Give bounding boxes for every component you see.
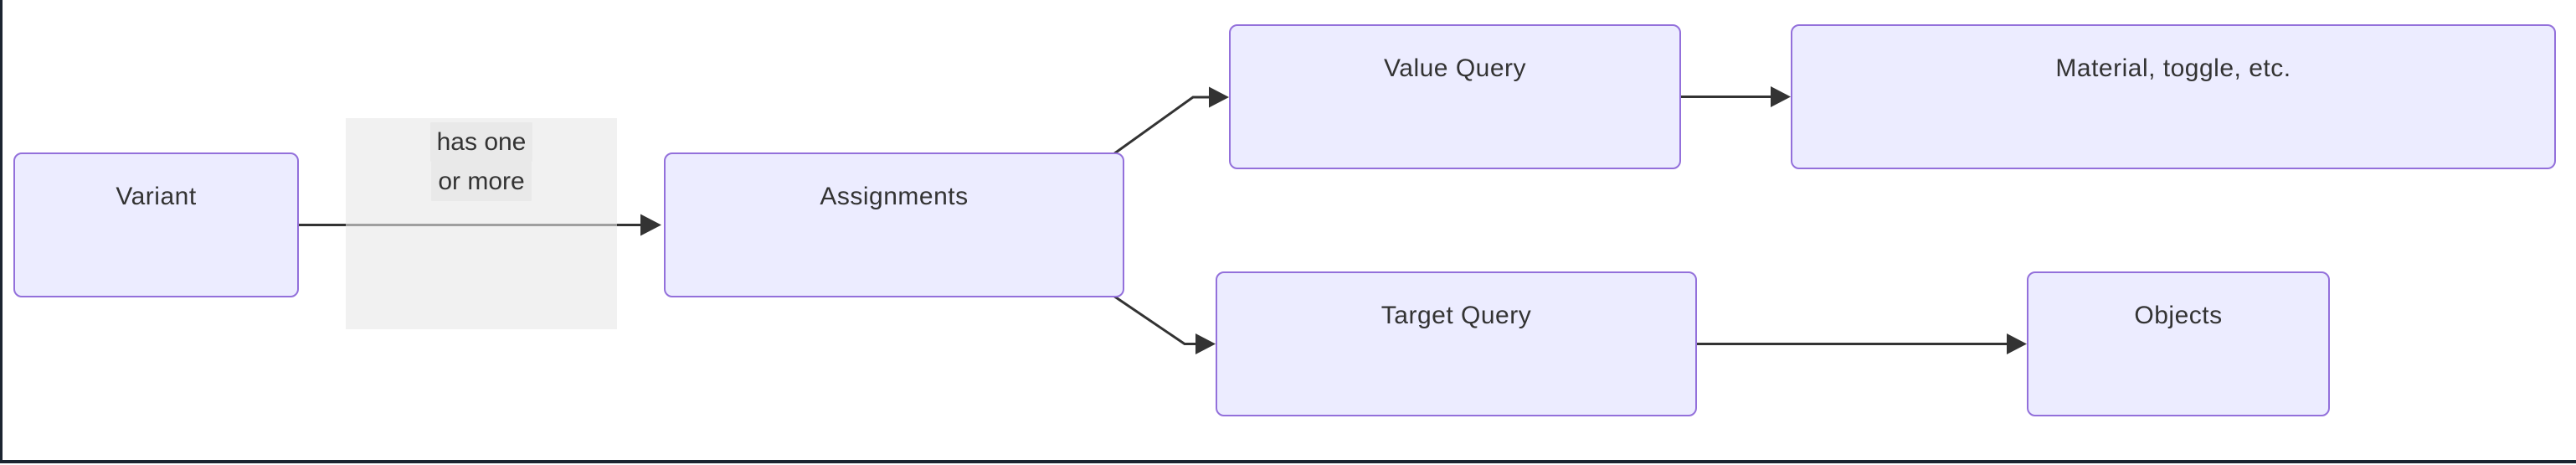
node-material-toggle-etc-label: Material, toggle, etc. [2055,54,2291,82]
edge-assignments-value-query [1113,96,1211,156]
edge-label-has-one-or-more: has one or more [346,118,617,329]
frame-left-border [0,0,3,463]
frame-bottom-border [0,460,2576,463]
node-material-toggle-etc: Material, toggle, etc. [1791,24,2556,169]
node-value-query: Value Query [1229,24,1681,169]
arrowhead-target-query-objects [2007,333,2027,354]
arrowhead-assignments-target-query [1195,333,1216,354]
node-value-query-label: Value Query [1383,54,1527,82]
node-assignments-label: Assignments [820,183,969,210]
edge-label-line-1: has one [429,122,533,162]
node-target-query: Target Query [1216,271,1697,416]
node-variant: Variant [13,152,299,297]
node-target-query-label: Target Query [1381,302,1532,329]
node-variant-label: Variant [116,183,197,210]
edge-label-line-2: or more [431,162,532,201]
arrowhead-assignments-value-query [1209,86,1229,108]
node-objects-label: Objects [2134,302,2223,329]
arrowhead-value-query-material [1771,86,1791,107]
edge-assignments-target-query [1113,294,1197,345]
node-objects: Objects [2027,271,2330,416]
arrowhead-variant-assignments [640,214,661,236]
node-assignments: Assignments [664,152,1124,297]
